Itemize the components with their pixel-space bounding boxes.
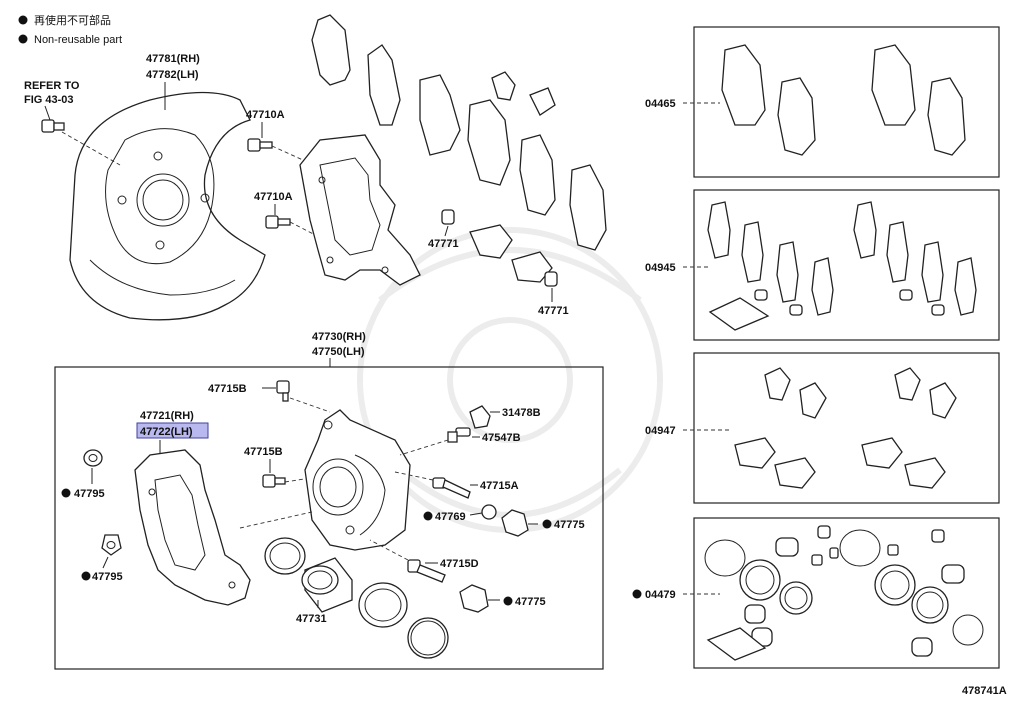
boot-icon[interactable] [501,509,529,537]
part-47781-label[interactable]: 47781(RH) [146,53,200,65]
kit-04479-box[interactable] [693,517,1000,669]
non-reusable-bullet-icon [61,488,71,498]
bolt-icon[interactable] [276,380,290,402]
non-reusable-bullet-icon [18,15,28,25]
caliper-bracket[interactable] [134,449,251,606]
bolt-icon[interactable] [41,119,65,133]
part-47715d-label[interactable]: 47715D [440,558,479,570]
part-47750-label[interactable]: 47750(LH) [312,346,365,358]
non-reusable-bullet-icon [81,571,91,581]
caliper-cylinder-body[interactable] [304,409,411,551]
kit-04465-box[interactable] [693,26,1000,178]
legend-jp-text: 再使用不可部品 [34,13,111,27]
non-reusable-bullet-icon [18,34,28,44]
slide-pin-icon[interactable] [407,559,446,583]
part-47715b-label-bottom[interactable]: 47715B [244,446,283,458]
brake-pads-exploded[interactable] [311,14,607,251]
part-47782-label[interactable]: 47782(LH) [146,69,199,81]
part-47771-label-left[interactable]: 47771 [428,238,459,250]
part-47769-label[interactable]: 47769 [435,511,466,523]
bolt-icon[interactable] [262,474,286,488]
legend: 再使用不可部品 Non-reusable part [18,13,122,46]
slide-pin-icon[interactable] [432,477,471,499]
bleeder-plug-icon[interactable] [447,427,471,443]
part-47710a-label-bottom[interactable]: 47710A [254,191,293,203]
part-47771-label-right[interactable]: 47771 [538,305,569,317]
caliper-assembly-frame [54,366,604,670]
boot-icon[interactable] [459,584,489,613]
caliper-mounting-bracket[interactable] [299,134,421,286]
non-reusable-bullet-icon [632,589,642,599]
cylinder-boot-icon[interactable] [358,582,408,628]
part-47715b-label-top[interactable]: 47715B [208,383,247,395]
bushing-icon[interactable] [481,504,497,520]
refer-fig-link[interactable]: FIG 43-03 [24,94,74,106]
bleeder-cap-icon[interactable] [469,405,491,429]
figure-id: 478741A [962,685,1007,697]
kit-04947-box[interactable] [693,352,1000,504]
pad-support-clips[interactable] [469,71,556,283]
part-47731-label[interactable]: 47731 [296,613,327,625]
part-47775-label-bottom[interactable]: 47775 [515,596,546,608]
non-reusable-bullet-icon [503,596,513,606]
disc-brake-dust-cover[interactable] [69,91,266,321]
non-reusable-bullet-icon [542,519,552,529]
bolt-icon[interactable] [247,138,273,152]
kit-04947-label[interactable]: 04947 [645,425,676,437]
o-ring-icon[interactable] [101,534,122,556]
part-47722-label[interactable]: 47722(LH) [140,426,193,438]
part-47730-label[interactable]: 47730(RH) [312,331,366,343]
part-47775-label-top[interactable]: 47775 [554,519,585,531]
part-47710a-label-top[interactable]: 47710A [246,109,285,121]
legend-en-text: Non-reusable part [34,34,122,46]
part-31478b-label[interactable]: 31478B [502,407,541,419]
part-47715a-label[interactable]: 47715A [480,480,519,492]
piston-icon[interactable] [301,557,353,613]
bolt-icon[interactable] [265,215,291,229]
refer-to-text: REFER TO [24,80,80,92]
kit-04945-label[interactable]: 04945 [645,262,676,274]
part-47547b-label[interactable]: 47547B [482,432,521,444]
part-47721-label[interactable]: 47721(RH) [140,410,194,422]
part-47795-label-top[interactable]: 47795 [74,488,105,500]
kit-04945-box[interactable] [693,189,1000,341]
part-47722-highlight [136,422,209,439]
pad-wear-indicator-icon[interactable] [441,209,558,287]
non-reusable-bullet-icon [423,511,433,521]
kit-04479-label[interactable]: 04479 [645,589,676,601]
o-ring-icon[interactable] [83,449,103,467]
part-47795-label-bottom[interactable]: 47795 [92,571,123,583]
kit-04465-label[interactable]: 04465 [645,98,676,110]
piston-seal-icon[interactable] [264,537,306,575]
piston-seal-icon[interactable] [407,617,449,659]
